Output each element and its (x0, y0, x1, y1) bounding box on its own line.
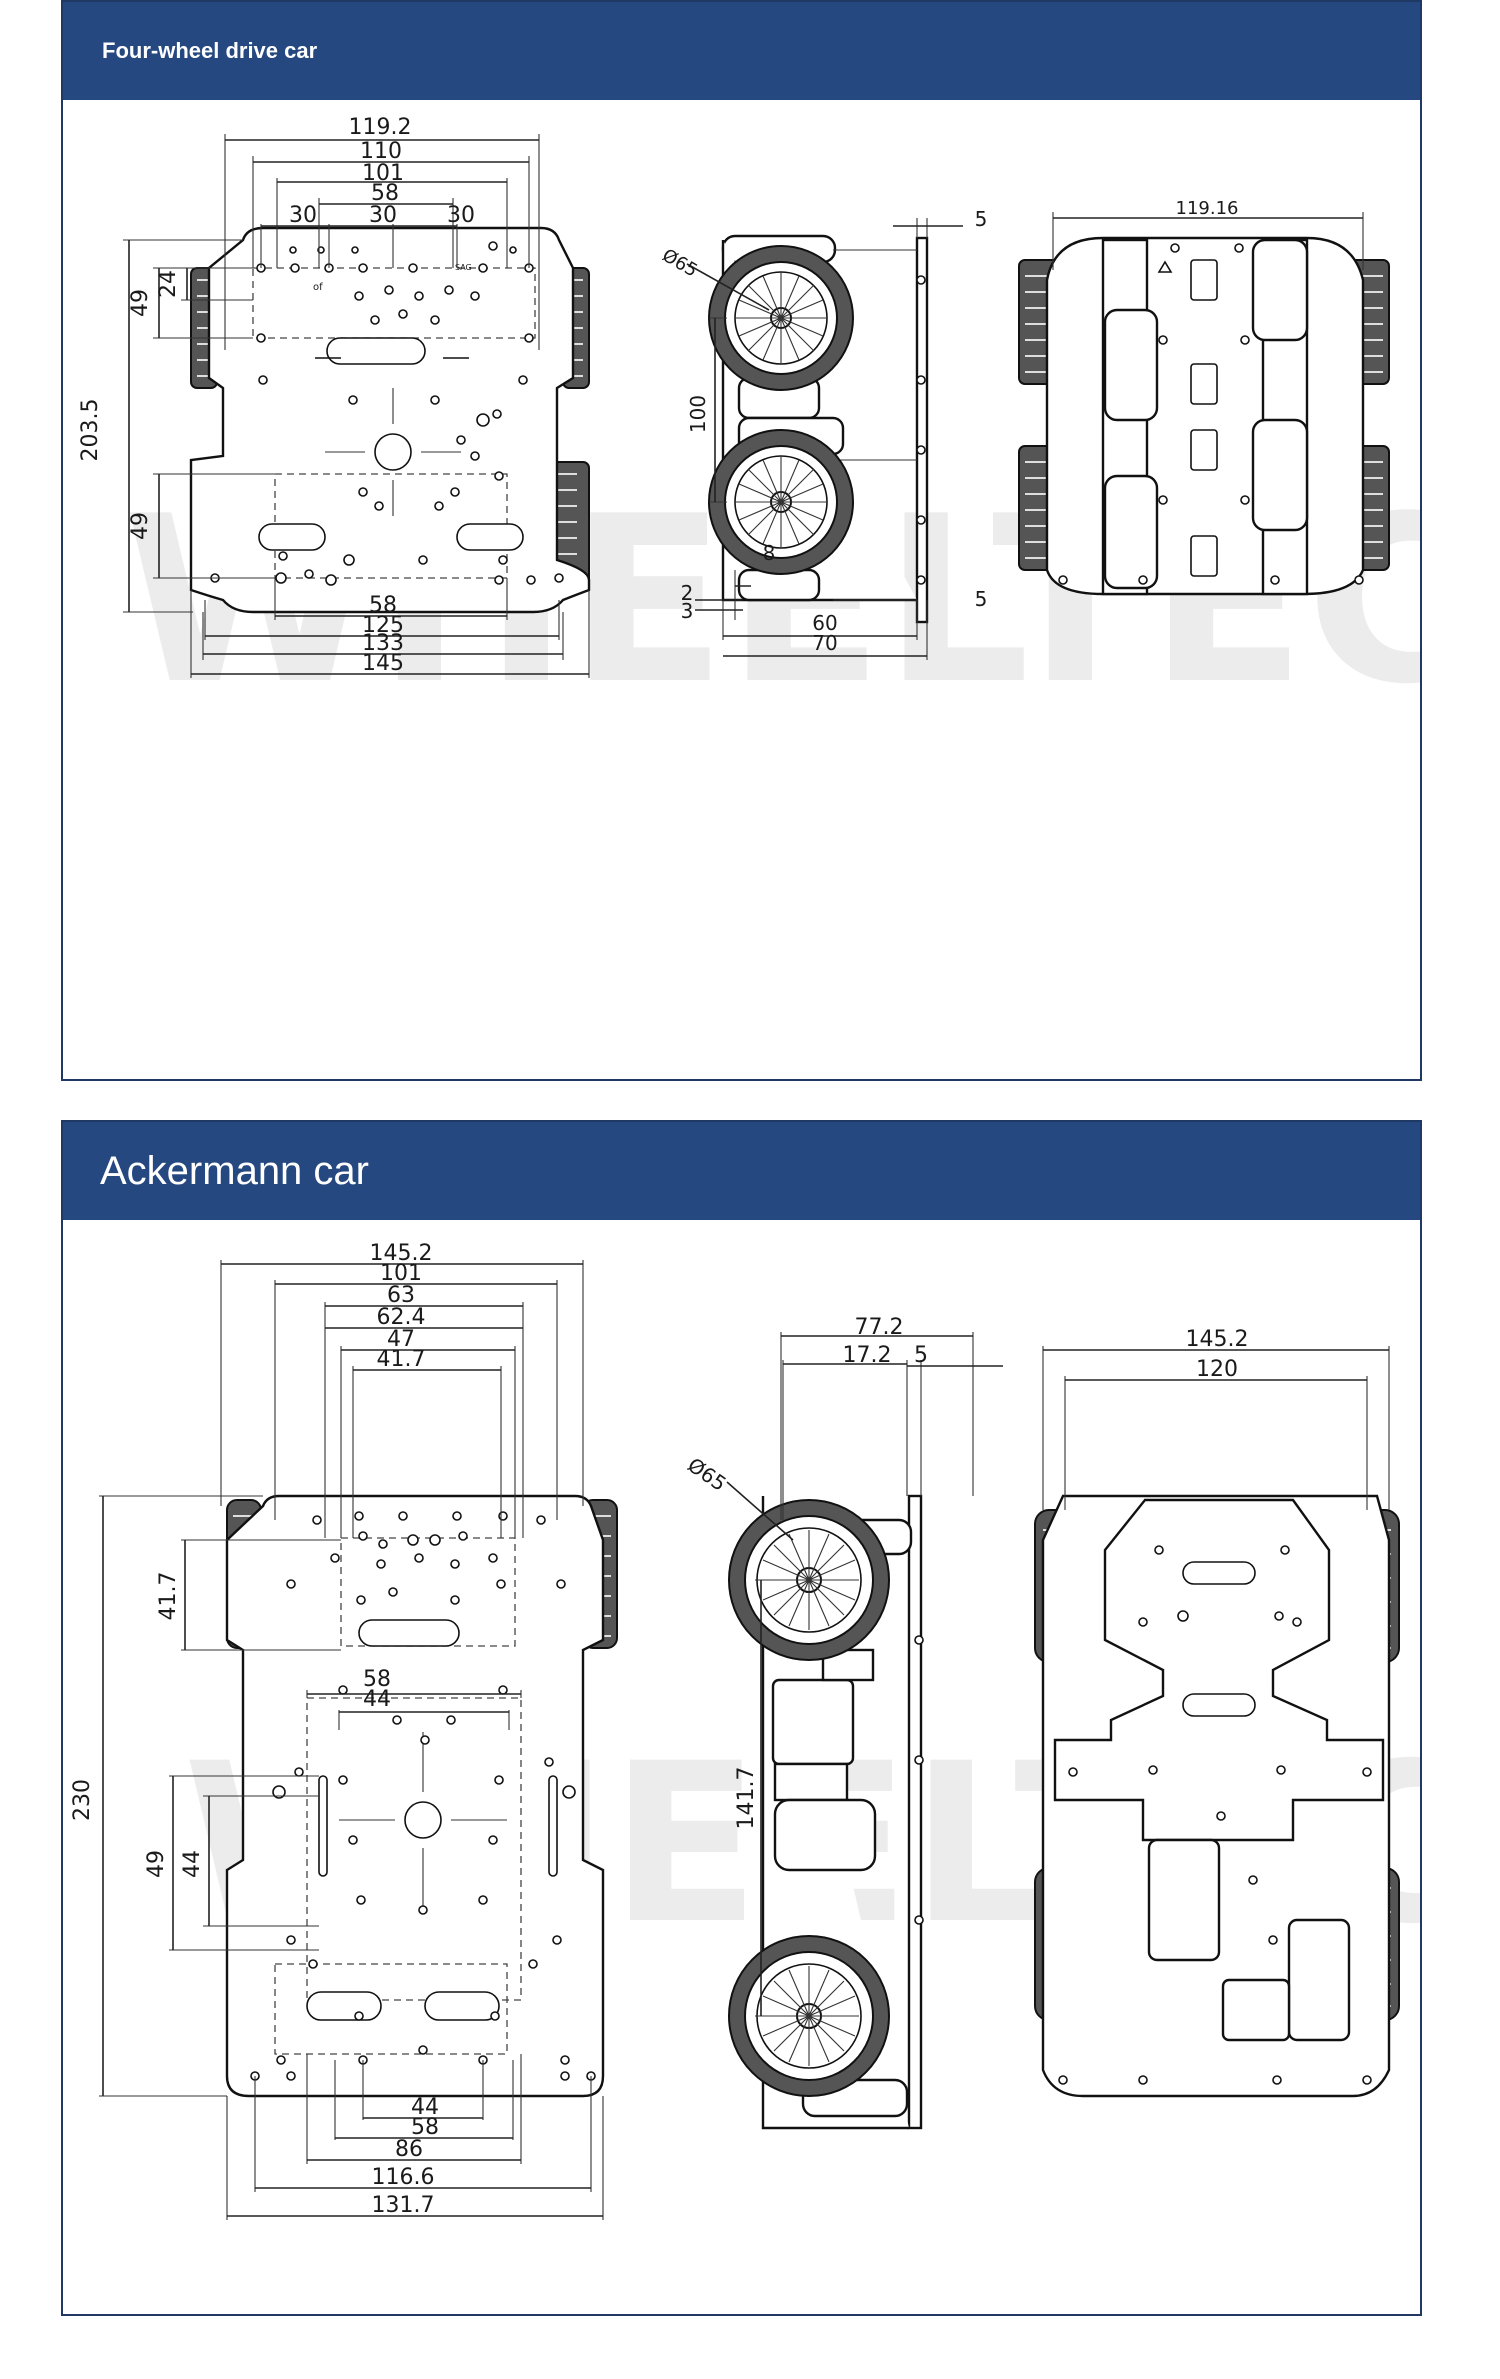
dim-label: Ø65 (658, 245, 701, 282)
dim-label: 5 (975, 587, 988, 611)
dim-label: 44 (411, 2095, 439, 2120)
dim-label: 101 (362, 161, 404, 186)
four-wheel-drive-drawing: WHEELTEC (78, 115, 1420, 735)
dim-label: 41.7 (377, 1347, 426, 1372)
dim-label: 86 (395, 2137, 423, 2162)
dim-label: 30 (447, 203, 475, 228)
dim-label: 141.7 (734, 1767, 759, 1830)
dim-label: 125 (362, 613, 404, 638)
dim-label: 145.2 (1186, 1327, 1249, 1352)
dim-label: 230 (70, 1779, 95, 1821)
dim-label: 58 (363, 1667, 391, 1692)
dim-label: 41.7 (156, 1572, 181, 1621)
dim-label: 77.2 (855, 1315, 904, 1340)
dim-label: 120 (1196, 1357, 1238, 1382)
dim-label: 133 (362, 631, 404, 656)
side-view: 5 Ø65 100 8 2 3 60 5 70 (658, 207, 987, 660)
dim-label: 30 (289, 203, 317, 228)
dim-label: 2 (681, 581, 694, 605)
dim-label: 63 (387, 1283, 415, 1308)
dim-label: 47 (387, 1327, 415, 1352)
dim-label: 49 (128, 512, 153, 540)
ackermann-drawing: WHEELTEC (70, 1241, 1420, 2220)
dim-label: 49 (144, 1850, 169, 1878)
chassis-plate (189, 226, 591, 614)
dim-label: Ø65 (683, 1453, 731, 1496)
dim-label: 145 (362, 651, 404, 676)
dim-label: 116.6 (372, 2165, 435, 2190)
dim-label: 8 (763, 541, 776, 565)
dim-label: 203.5 (78, 399, 103, 462)
tiny-mark: SAG (455, 263, 472, 272)
dim-label: 101 (380, 1261, 422, 1286)
dim-label: 3 (681, 599, 694, 623)
bottom-view: 145.2 120 (1034, 1327, 1400, 2098)
dim-label: 44 (363, 1687, 391, 1712)
dim-label: 119.2 (349, 115, 412, 140)
side-view: 77.2 17.2 5 Ø65 141.7 (683, 1315, 1003, 2130)
section-title: Ackermann car (63, 1122, 1420, 1220)
tiny-mark: of (313, 282, 323, 293)
dim-label: 100 (686, 395, 710, 433)
dim-label: 5 (975, 207, 988, 231)
dim-label: 58 (371, 181, 399, 206)
dim-label: 49 (128, 289, 153, 317)
bottom-view: 119.16 (1018, 198, 1390, 596)
dim-label: 119.16 (1176, 198, 1239, 219)
dim-label: 145.2 (370, 1241, 433, 1266)
dim-label: 70 (812, 631, 837, 655)
dim-label: 44 (180, 1850, 205, 1878)
dim-label: 17.2 (843, 1343, 892, 1368)
dim-label: 58 (411, 2115, 439, 2140)
four-wheel-drive-panel: Four-wheel drive car WHEELTEC (61, 0, 1422, 1081)
dim-label: 62.4 (377, 1305, 426, 1330)
dim-label: 58 (369, 593, 397, 618)
section-title: Four-wheel drive car (63, 2, 1420, 100)
dim-label: 60 (812, 611, 837, 635)
ackermann-panel: Ackermann car WHEELTEC (61, 1120, 1422, 2316)
dim-label: 5 (914, 1343, 928, 1368)
top-view: of SAG 119.2 110 101 58 30 30 30 203.5 4… (78, 115, 591, 678)
dim-label: 131.7 (372, 2193, 435, 2218)
dim-label: 110 (360, 139, 402, 164)
dim-label: 24 (156, 270, 181, 298)
dim-label: 30 (369, 203, 397, 228)
top-view: 145.2 101 63 62.4 47 41.7 58 44 230 41.7… (70, 1241, 618, 2220)
